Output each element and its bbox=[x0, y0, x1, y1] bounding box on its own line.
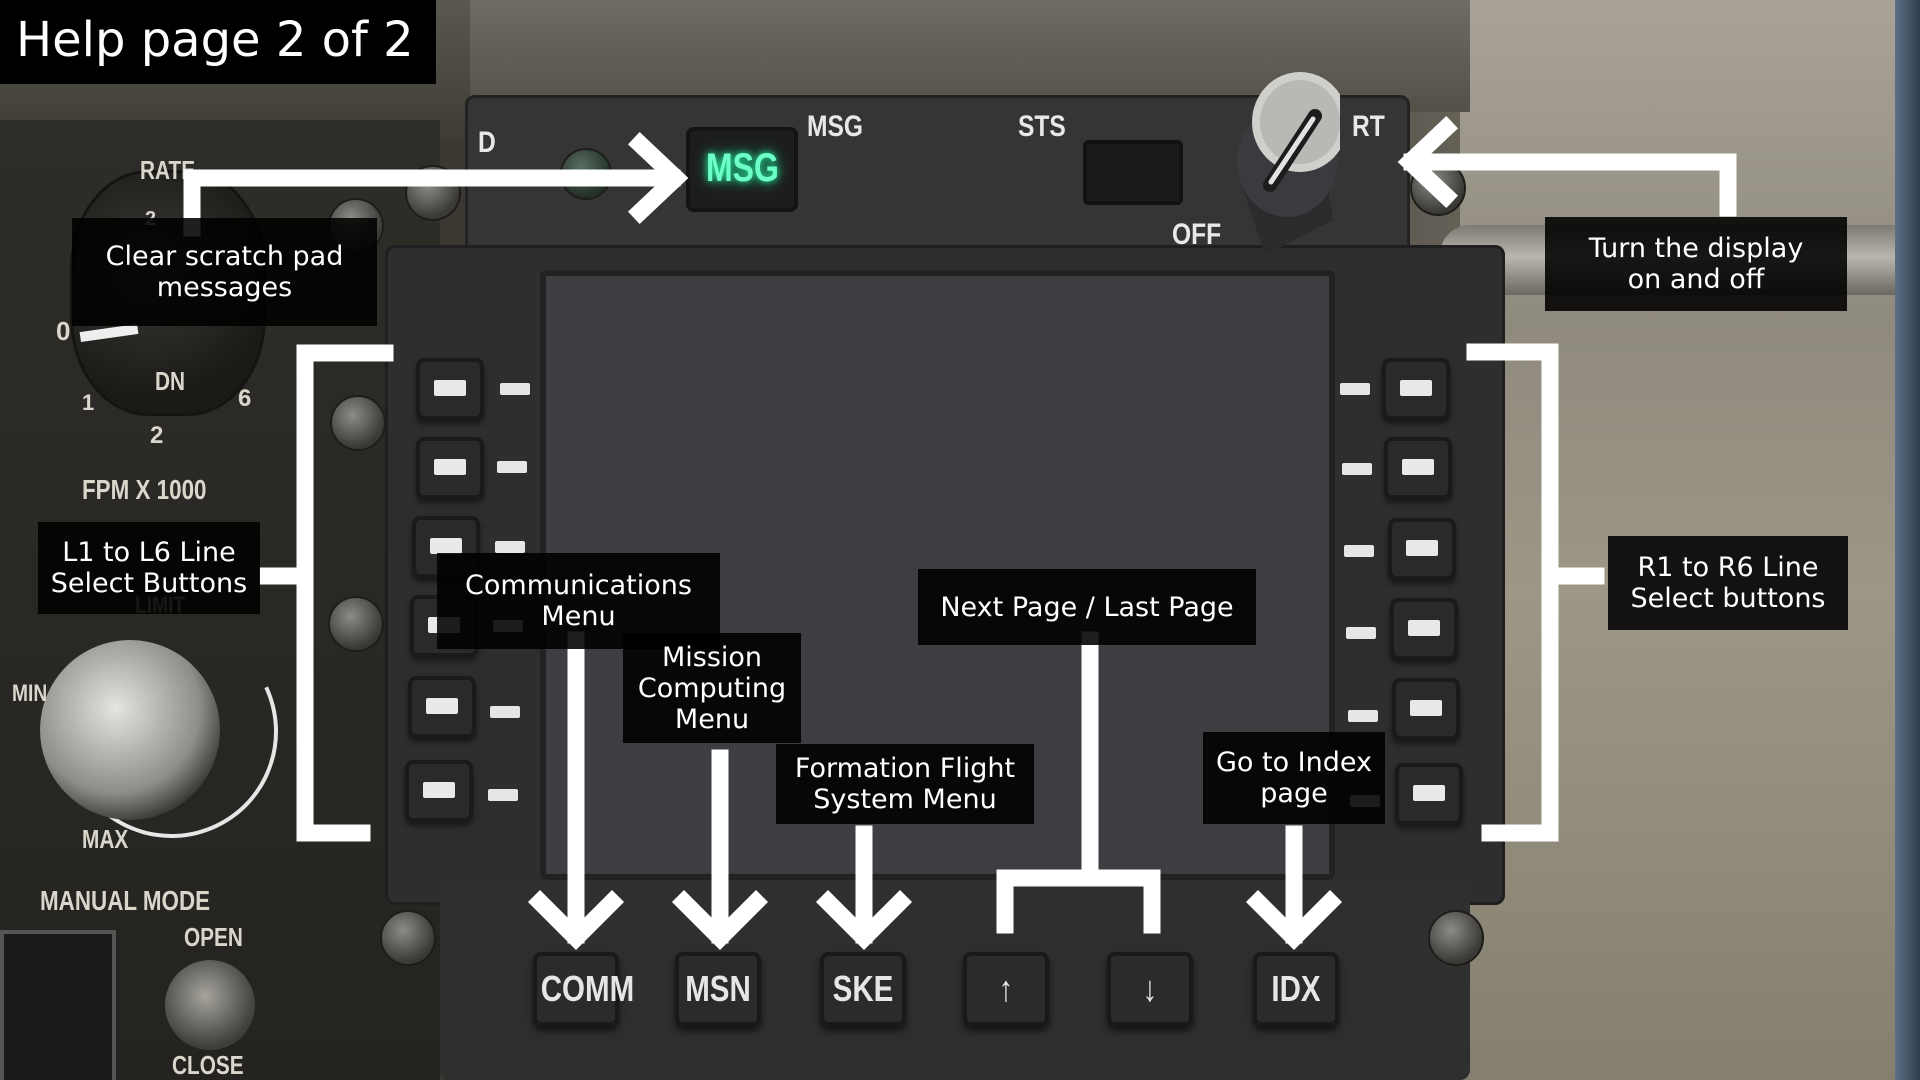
left-lsk-callout: L1 to L6 Line Select Buttons bbox=[38, 522, 260, 614]
callout-line: on and off bbox=[1627, 264, 1765, 295]
left-lsk-bracket bbox=[296, 344, 394, 842]
ske-arrow-head bbox=[815, 889, 913, 951]
msn-key[interactable]: MSN bbox=[675, 952, 761, 1026]
callout-line: R1 to R6 Line bbox=[1637, 552, 1819, 583]
dn-label: DN bbox=[155, 366, 186, 396]
up-arrow-icon: ↑ bbox=[998, 968, 1014, 1009]
msg-arrow-head bbox=[627, 131, 689, 225]
panel-screw bbox=[328, 596, 384, 652]
callout-line: Go to Index bbox=[1215, 747, 1373, 778]
last-page-key[interactable]: ↓ bbox=[1107, 952, 1193, 1026]
gauge-number: 0 bbox=[56, 316, 71, 346]
fpm-label: FPM X 1000 bbox=[82, 474, 207, 505]
lsk-l1[interactable] bbox=[416, 358, 484, 420]
background-strip bbox=[1895, 0, 1920, 1080]
lsk-tick bbox=[1344, 545, 1374, 557]
lsk-tick bbox=[488, 789, 518, 801]
power-arrow-line bbox=[1403, 153, 1737, 217]
lsk-tick bbox=[490, 706, 520, 718]
callout-line: page bbox=[1260, 778, 1328, 809]
lsk-l6[interactable] bbox=[405, 760, 473, 822]
next-page-key[interactable]: ↑ bbox=[963, 952, 1049, 1026]
lsk-tick bbox=[497, 461, 527, 473]
callout-line: Menu bbox=[541, 601, 616, 632]
manual-mode-window bbox=[0, 930, 116, 1080]
ske-key[interactable]: SKE bbox=[820, 952, 906, 1026]
callout-line: Select Buttons bbox=[50, 568, 248, 599]
lsk-r3[interactable] bbox=[1388, 518, 1456, 580]
gauge-number: 2 bbox=[150, 422, 164, 449]
callout-line: Turn the display bbox=[1588, 233, 1804, 264]
msn-key-label: MSN bbox=[685, 968, 751, 1009]
lsk-l2[interactable] bbox=[416, 437, 484, 499]
callout-line: messages bbox=[156, 272, 293, 303]
lsk-r5[interactable] bbox=[1392, 678, 1460, 740]
manual-mode-switch[interactable] bbox=[165, 960, 255, 1050]
d-label: D bbox=[478, 126, 496, 159]
idx-key[interactable]: IDX bbox=[1253, 952, 1339, 1026]
cdu-screw bbox=[380, 910, 436, 966]
msn-arrow-head bbox=[671, 889, 769, 951]
power-knob[interactable] bbox=[1225, 70, 1340, 255]
callout-line: Select buttons bbox=[1630, 583, 1826, 614]
manual-mode-label: MANUAL MODE bbox=[40, 885, 211, 916]
callout-line: Computing bbox=[637, 672, 787, 704]
lsk-tick bbox=[495, 541, 525, 553]
lsk-l5[interactable] bbox=[408, 676, 476, 738]
callout-line: L1 to L6 Line bbox=[62, 537, 236, 568]
idx-key-label: IDX bbox=[1271, 968, 1321, 1009]
formation-menu-callout: Formation Flight System Menu bbox=[776, 744, 1034, 824]
cdu-screw bbox=[1428, 910, 1484, 966]
next-last-page-callout: Next Page / Last Page bbox=[918, 569, 1256, 645]
turn-display-callout: Turn the display on and off bbox=[1545, 217, 1847, 311]
open-label: OPEN bbox=[184, 922, 243, 952]
callout-line: System Menu bbox=[813, 784, 997, 815]
page-arrow-bracket bbox=[996, 869, 1161, 934]
close-label: CLOSE bbox=[172, 1050, 244, 1080]
help-title-box bbox=[0, 0, 436, 84]
comm-arrow-head bbox=[527, 889, 625, 951]
gauge-number: 1 bbox=[82, 390, 95, 415]
ske-key-label: SKE bbox=[832, 968, 894, 1009]
lsk-tick bbox=[1346, 627, 1376, 639]
msg-lamp-text: MSG bbox=[706, 146, 779, 190]
down-arrow-icon: ↓ bbox=[1142, 968, 1158, 1009]
right-lsk-callout: R1 to R6 Line Select buttons bbox=[1608, 536, 1848, 630]
lsk-tick bbox=[1348, 710, 1378, 722]
index-page-callout: Go to Index page bbox=[1203, 732, 1385, 824]
sts-button[interactable] bbox=[1083, 140, 1183, 205]
idx-arrow-head bbox=[1245, 889, 1343, 951]
right-lsk-bracket bbox=[1466, 343, 1559, 842]
msg-button[interactable] bbox=[686, 127, 798, 212]
limit-knob[interactable] bbox=[40, 640, 220, 820]
clear-scratch-pad-callout: Clear scratch pad messages bbox=[72, 218, 377, 326]
callout-line: Mission bbox=[661, 641, 763, 673]
callout-line: Menu bbox=[674, 703, 750, 735]
callout-line: Next Page / Last Page bbox=[940, 591, 1234, 623]
max-label: MAX bbox=[82, 824, 129, 854]
msg-arrow-line bbox=[183, 169, 681, 237]
callout-line: Communications bbox=[465, 570, 692, 601]
mission-menu-callout: Mission Computing Menu bbox=[623, 633, 801, 743]
sts-label: STS bbox=[1018, 110, 1066, 143]
lsk-r6[interactable] bbox=[1395, 763, 1463, 825]
power-arrow-head bbox=[1397, 115, 1459, 209]
lsk-tick bbox=[1340, 383, 1370, 395]
msg-label: MSG bbox=[807, 110, 864, 143]
off-label: OFF bbox=[1172, 218, 1222, 251]
callout-line: Formation Flight bbox=[794, 753, 1016, 784]
gauge-number: 6 bbox=[238, 385, 252, 412]
lsk-tick bbox=[1342, 463, 1372, 475]
lsk-r2[interactable] bbox=[1384, 437, 1452, 499]
help-title: Help page 2 of 2 bbox=[16, 12, 414, 68]
callout-line: Clear scratch pad bbox=[105, 241, 344, 272]
comm-key[interactable]: COMM bbox=[533, 952, 634, 1026]
min-label: MIN bbox=[12, 680, 48, 707]
lsk-r1[interactable] bbox=[1382, 358, 1450, 420]
lsk-r4[interactable] bbox=[1390, 598, 1458, 660]
rt-label: RT bbox=[1352, 110, 1385, 143]
lsk-tick bbox=[500, 383, 530, 395]
